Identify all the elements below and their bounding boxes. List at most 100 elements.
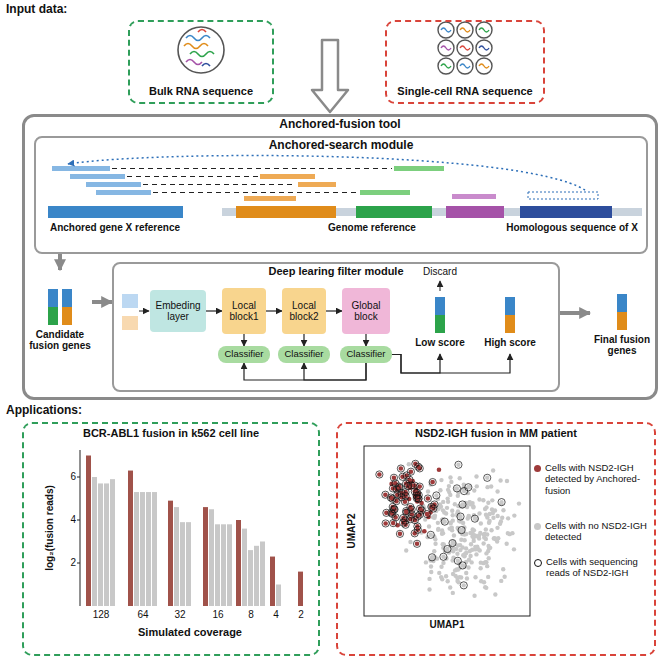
- gene-segment: [617, 294, 627, 312]
- bar: [298, 572, 303, 606]
- cell-dot: [473, 534, 477, 538]
- cell-dot: [437, 571, 441, 575]
- cell-ring: [401, 498, 408, 505]
- connector: [365, 334, 366, 346]
- cell-dot: [474, 474, 478, 478]
- cell-dot: [494, 537, 498, 541]
- cell-dot: [472, 539, 476, 543]
- cell-ring: [407, 468, 414, 475]
- cell-ring: [382, 491, 389, 498]
- cell-dot: [487, 556, 491, 560]
- cell-dot: [495, 514, 499, 518]
- cell-dot: [451, 549, 455, 553]
- cell-dot: [479, 521, 483, 525]
- cell-dot: [466, 514, 470, 518]
- cell-ring: [416, 465, 423, 472]
- label-text: Genome reference: [328, 222, 416, 234]
- chart-axis: [77, 563, 80, 564]
- bulk-rna-icon: [190, 52, 214, 57]
- cell-dot: [462, 583, 466, 587]
- connector: [206, 310, 222, 311]
- label-text: 6: [70, 471, 76, 483]
- bulk-rna-icon: [178, 27, 224, 73]
- bar: [110, 479, 115, 606]
- cell-ring: [412, 460, 419, 467]
- umap-scatter: [376, 460, 521, 598]
- cell-ring: [396, 530, 403, 537]
- legend-item: Cells with sequencing reads of NSD2-IGH: [534, 556, 652, 579]
- gene-segment: [48, 307, 58, 325]
- single-cell-icon: [479, 46, 489, 50]
- cell-dot: [448, 521, 452, 525]
- legend-item: Cells with no NSD2-IGH detected: [534, 520, 651, 543]
- discard-arrow: [440, 281, 441, 291]
- cell-dot: [429, 564, 433, 568]
- label-text: UMAP1: [429, 619, 464, 631]
- cell-dot: [446, 500, 450, 504]
- label-text: 2: [298, 609, 304, 621]
- cell-dot: [415, 542, 420, 547]
- cell-ring: [411, 530, 418, 537]
- bar: [168, 501, 173, 606]
- cell-dot: [404, 548, 408, 552]
- single-cell-icon: [479, 28, 489, 32]
- connector: [92, 300, 112, 304]
- label-text: 16: [212, 609, 223, 621]
- bar: [92, 477, 97, 606]
- gene-segment: [62, 289, 72, 307]
- search-illustration: [446, 206, 504, 218]
- cell-dot: [481, 498, 485, 502]
- label-text: 2: [70, 557, 76, 569]
- cell-dot: [490, 498, 494, 502]
- bar: [134, 492, 139, 606]
- cell-dot: [458, 514, 462, 518]
- bar: [86, 456, 91, 607]
- cell-ring: [457, 513, 464, 520]
- cell-dot: [430, 480, 435, 485]
- single-cell-icon: [476, 40, 492, 56]
- gene-bars: [617, 294, 627, 330]
- search-illustration: [86, 182, 141, 187]
- cell-dot: [426, 496, 431, 501]
- cell-dot: [424, 560, 428, 564]
- classifier-box: Classifier: [278, 346, 330, 363]
- connector: [243, 334, 244, 346]
- cell-ring: [424, 495, 431, 502]
- cell-dot: [445, 506, 449, 510]
- single-cell-icon: [457, 58, 473, 74]
- gene-bar: [48, 289, 58, 325]
- gene-pair: Final fusion genes: [590, 280, 654, 370]
- cell-dot: [485, 564, 489, 568]
- cell-dot: [440, 542, 444, 546]
- cell-dot: [481, 541, 485, 545]
- cell-dot: [448, 585, 452, 589]
- node-text: Local block2: [284, 300, 324, 323]
- cell-dot: [477, 533, 481, 537]
- connector: [560, 311, 590, 315]
- search-illustration: [520, 206, 612, 218]
- process-box: Embeding layer: [150, 290, 206, 332]
- cell-dot: [451, 555, 455, 559]
- cell-dot: [439, 564, 443, 568]
- node-text: Local block1: [224, 300, 264, 323]
- bar: [242, 529, 247, 606]
- cell-dot: [449, 480, 453, 484]
- cell-dot: [448, 493, 452, 497]
- cell-ring: [411, 517, 418, 524]
- cell-dot: [459, 528, 463, 532]
- cell-dot: [501, 567, 505, 571]
- cell-dot: [468, 554, 472, 558]
- cell-dot: [478, 566, 482, 570]
- gene-bars: [48, 289, 72, 325]
- application-panel: BCR-ABL1 fusion in k562 cell line: [22, 422, 320, 656]
- cell-ring: [433, 492, 440, 499]
- connector: [392, 354, 440, 373]
- cell-dot: [458, 476, 462, 480]
- cell-dot: [448, 475, 452, 479]
- cell-ring: [411, 488, 418, 495]
- process-box: Local block2: [282, 288, 326, 334]
- node-text: Embeding layer: [152, 300, 204, 323]
- connector: [244, 363, 366, 380]
- cell-ring: [428, 554, 435, 561]
- bar: [174, 507, 179, 606]
